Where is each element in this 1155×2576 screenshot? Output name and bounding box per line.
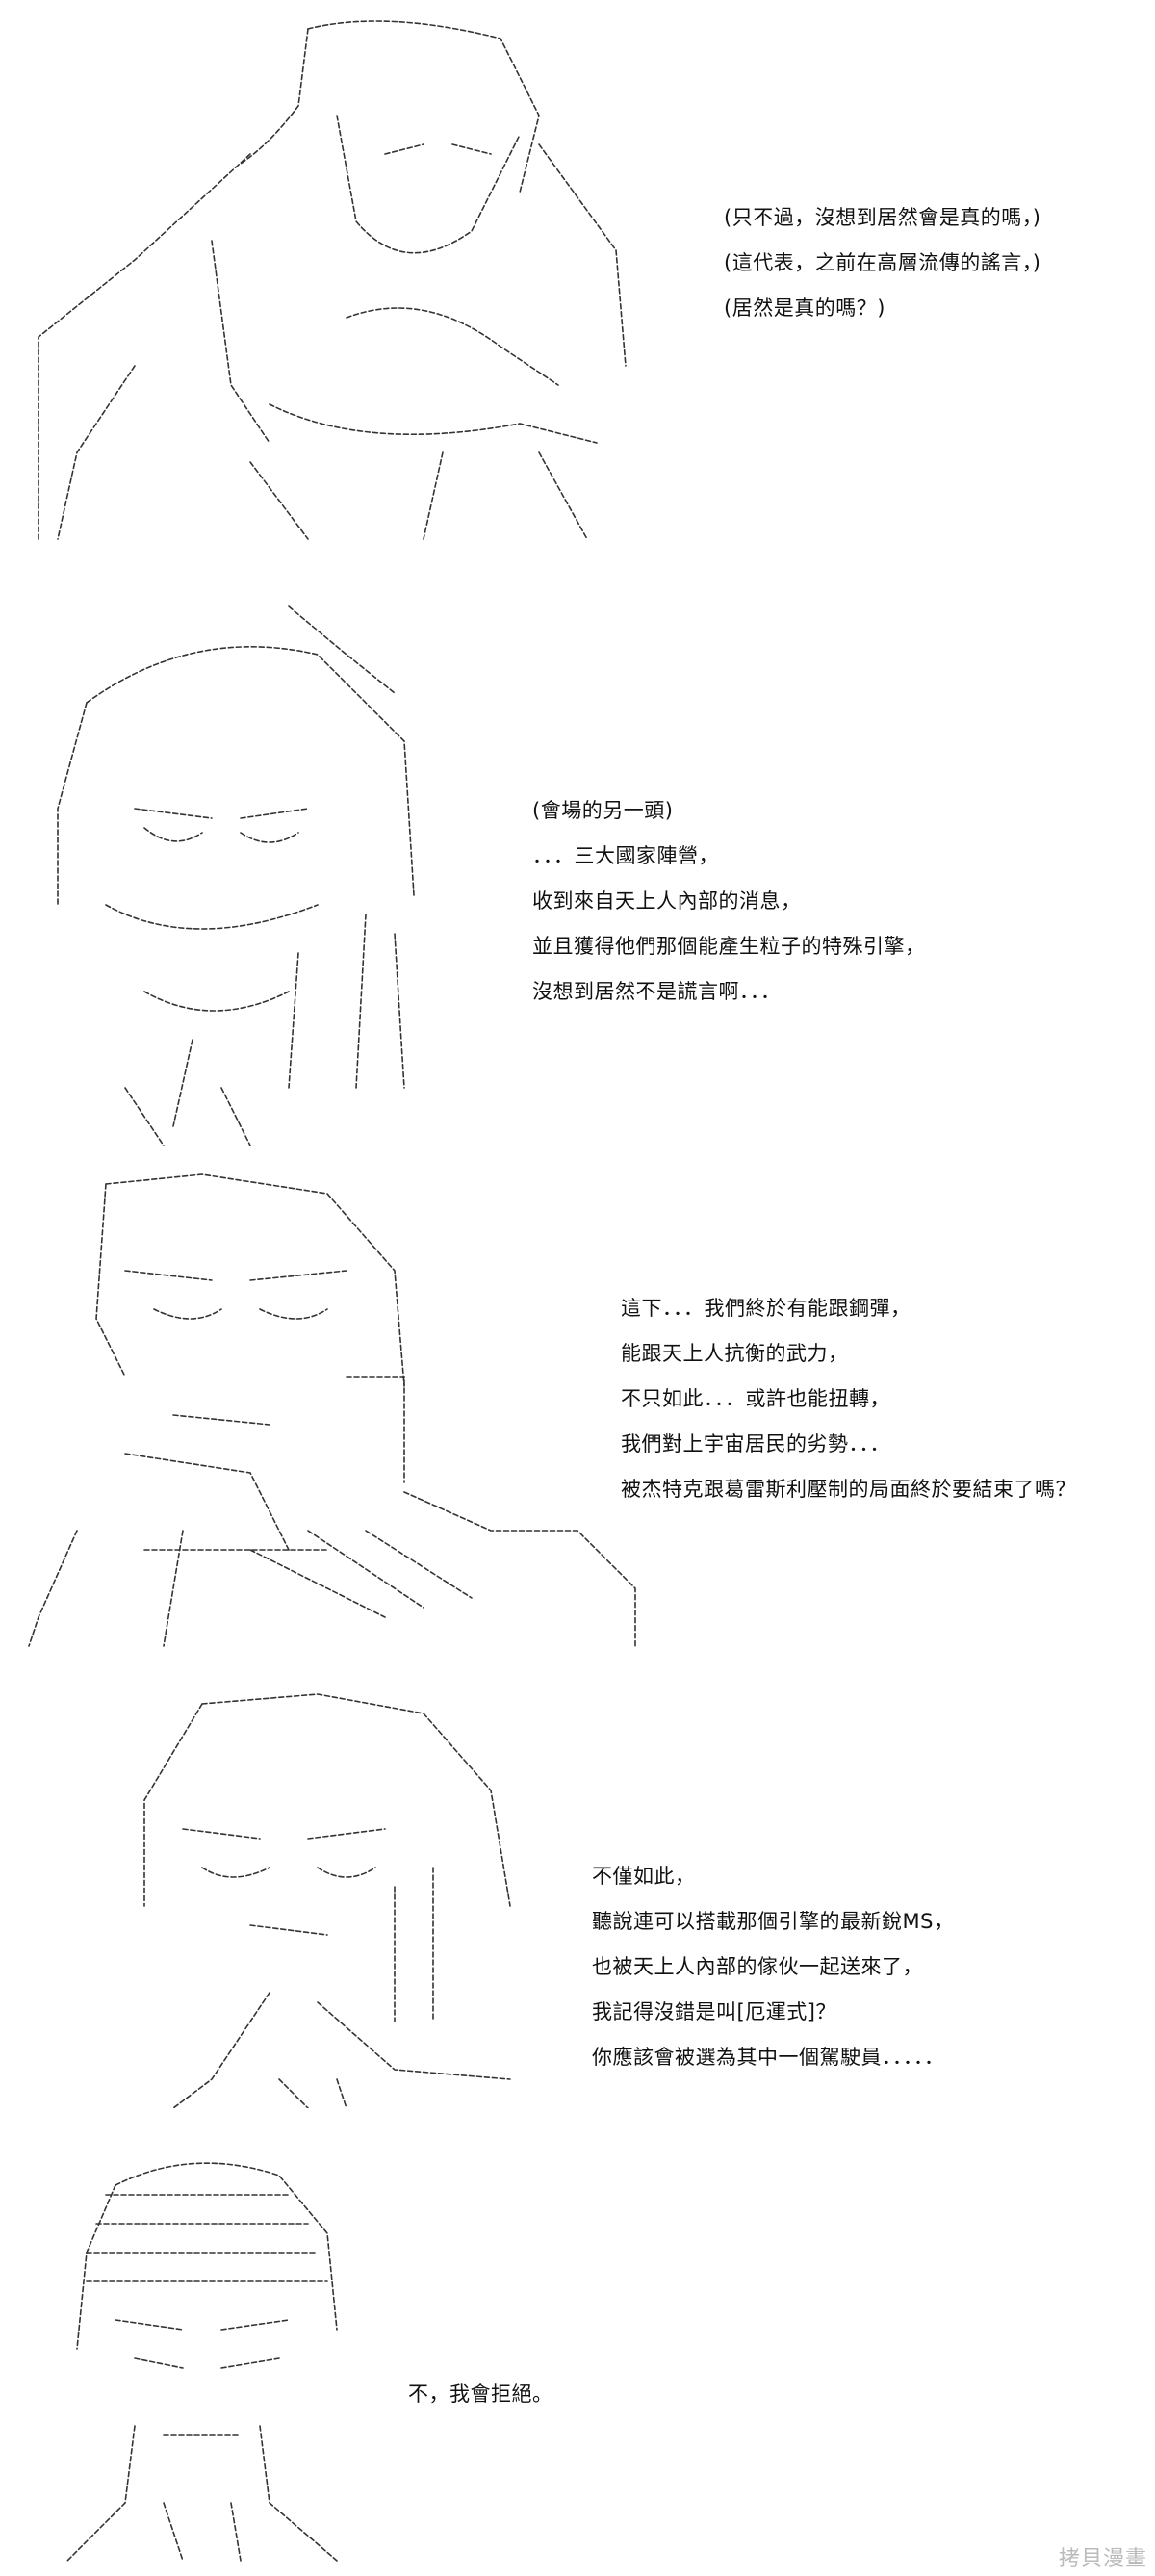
dialogue-line: (會場的另一頭) xyxy=(532,799,674,822)
dialogue-block-4: 不僅如此， 聽說連可以搭載那個引擎的最新銳MS， 也被天上人內部的傢伙一起送來了… xyxy=(592,1854,954,2080)
dialogue-line: 被杰特克跟葛雷斯利壓制的局面終於要結束了嗎？ xyxy=(621,1478,1076,1501)
dialogue-line: 收到來自天上人內部的消息， xyxy=(532,889,802,913)
dialogue-block-3: 這下．．．我們終於有能跟鋼彈， 能跟天上人抗衡的武力， 不只如此．．．或許也能扭… xyxy=(621,1286,1076,1512)
dialogue-block-2: (會場的另一頭) ．．．三大國家陣營， 收到來自天上人內部的消息， 並且獲得他們… xyxy=(532,788,926,1015)
ascii-art-character-4 xyxy=(143,1693,511,2108)
dialogue-line: 不，我會拒絕。 xyxy=(408,2383,553,2406)
ascii-art-character-3 xyxy=(28,1173,636,1647)
dialogue-line: 沒想到居然不是謊言啊．．． xyxy=(532,980,782,1003)
dialogue-line: 不僅如此， xyxy=(592,1865,696,1888)
ascii-art-character-5 xyxy=(66,2162,338,2562)
dialogue-line: 能跟天上人抗衡的武力， xyxy=(621,1342,849,1365)
dialogue-line: 我們對上宇宙居民的劣勢．．． xyxy=(621,1432,890,1455)
dialogue-line: 這下．．．我們終於有能跟鋼彈， xyxy=(621,1297,911,1320)
dialogue-line: 並且獲得他們那個能產生粒子的特殊引擎， xyxy=(532,935,926,958)
dialogue-block-1: (只不過，沒想到居然會是真的嗎，) (這代表，之前在高層流傳的謠言，) (居然是… xyxy=(724,195,1040,331)
dialogue-line: 你應該會被選為其中一個駕駛員．．．．． xyxy=(592,2046,945,2069)
dialogue-line: 也被天上人內部的傢伙一起送來了， xyxy=(592,1955,923,1978)
ascii-art-character-2 xyxy=(57,605,415,1146)
dialogue-line: 我記得沒錯是叫[厄運式]？ xyxy=(592,2000,836,2023)
watermark: 拷貝漫畫 xyxy=(1058,2547,1147,2571)
dialogue-block-5: 不，我會拒絕。 xyxy=(408,2372,553,2417)
dialogue-line: ．．．三大國家陣營， xyxy=(532,844,719,867)
ascii-art-character-1 xyxy=(38,20,627,540)
dialogue-line: (這代表，之前在高層流傳的謠言，) xyxy=(724,251,1041,274)
dialogue-line: 聽說連可以搭載那個引擎的最新銳MS， xyxy=(592,1910,955,1933)
dialogue-line: (居然是真的嗎？) xyxy=(724,296,886,320)
dialogue-line: (只不過，沒想到居然會是真的嗎，) xyxy=(724,206,1041,229)
dialogue-line: 不只如此．．．或許也能扭轉， xyxy=(621,1387,890,1410)
